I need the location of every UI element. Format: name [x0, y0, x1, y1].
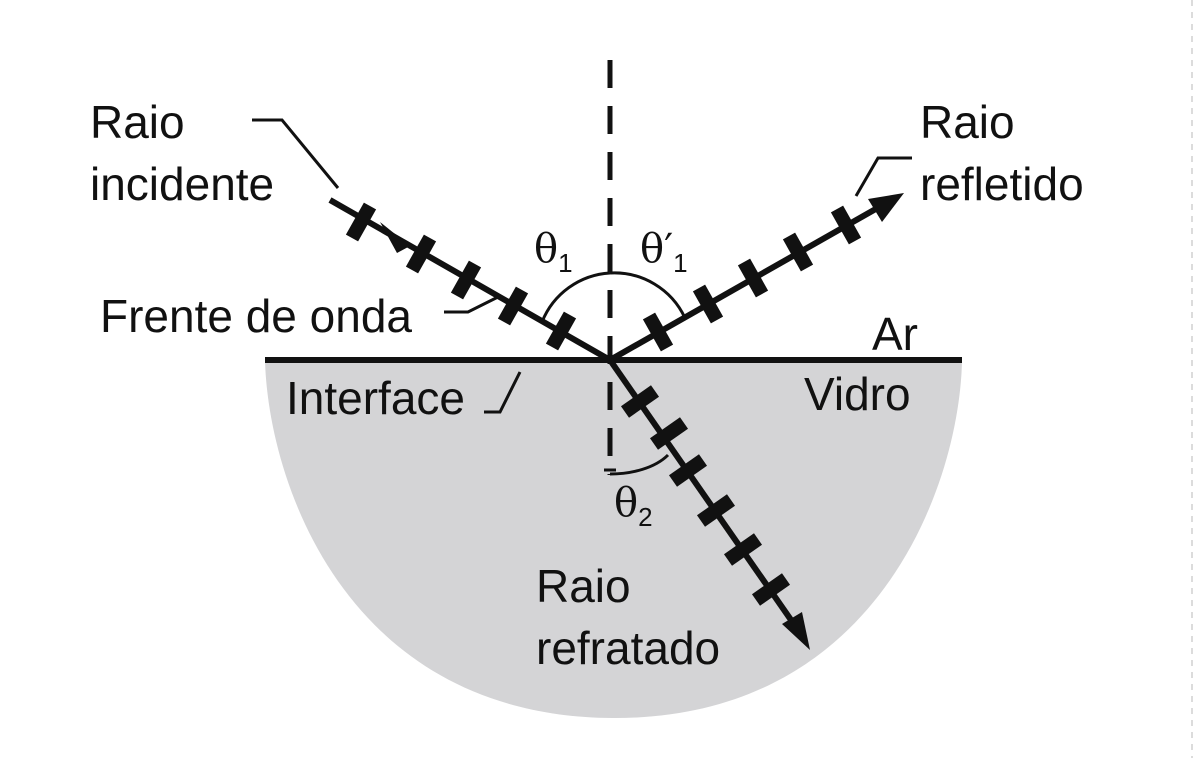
wavefront-tick	[450, 260, 482, 300]
incident-wavefronts	[345, 202, 577, 351]
wavefront-tick	[668, 454, 708, 487]
theta1-arc	[540, 271, 611, 323]
theta1-label: θ1	[534, 226, 573, 278]
interface-label: Interface	[286, 372, 465, 424]
wavefront-tick	[545, 311, 577, 351]
glass-label: Vidro	[804, 368, 911, 420]
incident-label-line1: Raio	[90, 96, 185, 148]
wavefront-label: Frente de onda	[100, 290, 412, 342]
theta2-label: θ2	[614, 480, 653, 532]
wavefront-tick	[692, 284, 724, 324]
wavefront-tick	[649, 417, 689, 450]
wavefront-tick	[751, 573, 791, 606]
wavefront-tick	[497, 286, 529, 326]
refracted-wavefronts	[620, 385, 791, 606]
wavefront-tick	[830, 205, 862, 245]
refracted-label-line1: Raio	[536, 560, 631, 612]
refracted-arrowhead	[782, 612, 810, 650]
wavefront-tick	[405, 234, 437, 274]
reflected-arrowhead	[868, 193, 904, 222]
wavefront-tick	[723, 533, 763, 566]
reflected-label-line1: Raio	[920, 96, 1015, 148]
wavefront-leader	[444, 294, 501, 314]
reflected-label-line2: refletido	[920, 158, 1084, 210]
incident-label-line2: incidente	[90, 158, 274, 210]
reflected-wavefronts	[642, 205, 862, 352]
theta2-arc	[609, 453, 670, 476]
wavefront-tick	[737, 258, 769, 298]
wavefront-tick	[696, 494, 736, 527]
incident-leader	[252, 118, 340, 189]
wavefront-tick	[345, 202, 377, 242]
theta1-prime-label: θ′1	[640, 226, 688, 278]
air-label: Ar	[872, 308, 918, 360]
theta1-prime-arc	[609, 271, 687, 319]
wavefront-tick	[642, 312, 674, 352]
wavefront-tick	[782, 232, 814, 272]
reflected-leader	[854, 156, 912, 197]
incident-arrowhead	[380, 222, 410, 253]
wavefront-tick	[620, 385, 660, 418]
interface-leader	[484, 371, 522, 414]
refracted-label-line2: refratado	[536, 622, 720, 674]
